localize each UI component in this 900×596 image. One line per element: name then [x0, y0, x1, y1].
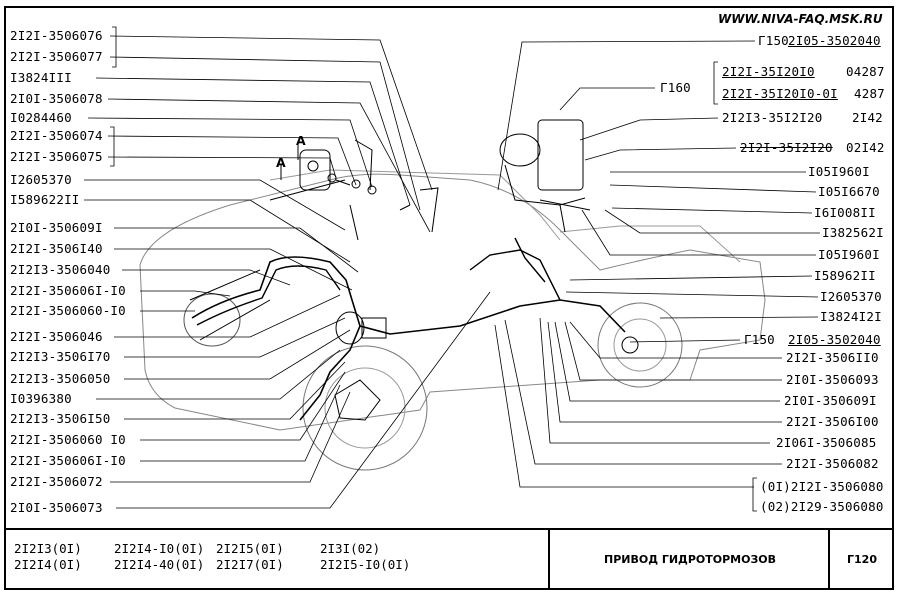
- part-label: 2I2I-3506I00: [786, 414, 879, 429]
- part-label: 2I0I-350609I: [784, 393, 877, 408]
- part-label: I382562I: [822, 225, 884, 240]
- part-label: (02)2I29-3506080: [760, 499, 884, 514]
- part-label: 2I0I-3506073: [10, 500, 103, 515]
- view-mark-a-2: A: [276, 155, 286, 170]
- part-label: 04287: [846, 64, 885, 79]
- part-label: I0396380: [10, 391, 72, 406]
- part-label: 2I42: [852, 110, 883, 125]
- part-label: 2I06I-3506085: [776, 435, 877, 450]
- part-label: 2I2I-3506075: [10, 149, 103, 164]
- part-label: 2I2I-3506082: [786, 456, 879, 471]
- part-label: 2I0I-350609I: [10, 220, 103, 235]
- drawing-title: ПРИВОД ГИДРОТОРМОЗОВ: [603, 552, 777, 566]
- part-label: I3824I2I: [820, 309, 882, 324]
- part-label: I05I960I: [808, 164, 870, 179]
- part-label: 2I2I-35I20I0-0I: [722, 86, 838, 101]
- part-label: I2605370: [820, 289, 882, 304]
- drawing-code: Г120: [847, 552, 877, 566]
- part-label: 2I05-3502040: [788, 33, 881, 48]
- part-label: Г150: [758, 33, 789, 48]
- part-label: 2I2I-3506046: [10, 329, 103, 344]
- drawing-frame: [4, 6, 894, 590]
- part-label: 2I2I3-3506I50: [10, 411, 111, 426]
- title-block-divider: [548, 530, 550, 590]
- model-code: 2I2I4-40(0I): [114, 557, 205, 572]
- part-label: I0284460: [10, 110, 72, 125]
- model-code: 2I2I5-I0(0I): [320, 557, 411, 572]
- part-label: I3824III: [10, 70, 72, 85]
- model-code: 2I2I4-I0(0I): [114, 541, 205, 556]
- part-label: 2I05-3502040: [788, 332, 881, 347]
- part-label: 2I2I-35I20I0: [722, 64, 815, 79]
- part-label: 2I2I-350606I-I0: [10, 283, 126, 298]
- part-label: 2I2I3-3506040: [10, 262, 111, 277]
- view-mark-a-1: A: [296, 133, 306, 148]
- part-label: I589622II: [10, 192, 80, 207]
- part-label: 2I2I-3506I40: [10, 241, 103, 256]
- part-label: 2I2I3-3506050: [10, 371, 111, 386]
- part-label: 02I42: [846, 140, 885, 155]
- part-label: I05I960I: [818, 247, 880, 262]
- part-label: I2605370: [10, 172, 72, 187]
- title-block-divider: [828, 530, 830, 590]
- part-label: 2I0I-3506078: [10, 91, 103, 106]
- part-label: I6I008II: [814, 205, 876, 220]
- part-label: Г160: [660, 80, 691, 95]
- model-code: 2I2I3(0I): [14, 541, 82, 556]
- part-label: 2I0I-3506093: [786, 372, 879, 387]
- part-label: 2I2I-3506076: [10, 28, 103, 43]
- part-label: 4287: [854, 86, 885, 101]
- part-label: 2I2I-3506072: [10, 474, 103, 489]
- part-label: 2I2I-35I2I20: [740, 140, 833, 155]
- part-label: 2I2I-3506II0: [786, 350, 879, 365]
- part-label: I05I6670: [818, 184, 880, 199]
- part-label: 2I2I-3506074: [10, 128, 103, 143]
- site-watermark: WWW.NIVA-FAQ.MSK.RU: [718, 12, 883, 26]
- brake-system-diagram: [84, 26, 820, 512]
- model-code: 2I2I4(0I): [14, 557, 82, 572]
- model-code: 2I2I5(0I): [216, 541, 284, 556]
- part-label: 2I2I3-3506I70: [10, 349, 111, 364]
- part-label: 2I2I-3506060 I0: [10, 432, 126, 447]
- title-block: 2I2I3(0I) 2I2I4(0I) 2I2I4-I0(0I) 2I2I4-4…: [4, 528, 894, 590]
- part-label: 2I2I3-35I2I20: [722, 110, 823, 125]
- model-code: 2I2I7(0I): [216, 557, 284, 572]
- model-code: 2I3I(02): [320, 541, 381, 556]
- part-label: Г150: [744, 332, 775, 347]
- part-label: I58962II: [814, 268, 876, 283]
- part-label: 2I2I-350606I-I0: [10, 453, 126, 468]
- part-label: (0I)2I2I-3506080: [760, 479, 884, 494]
- part-label: 2I2I-3506077: [10, 49, 103, 64]
- part-label: 2I2I-3506060-I0: [10, 303, 126, 318]
